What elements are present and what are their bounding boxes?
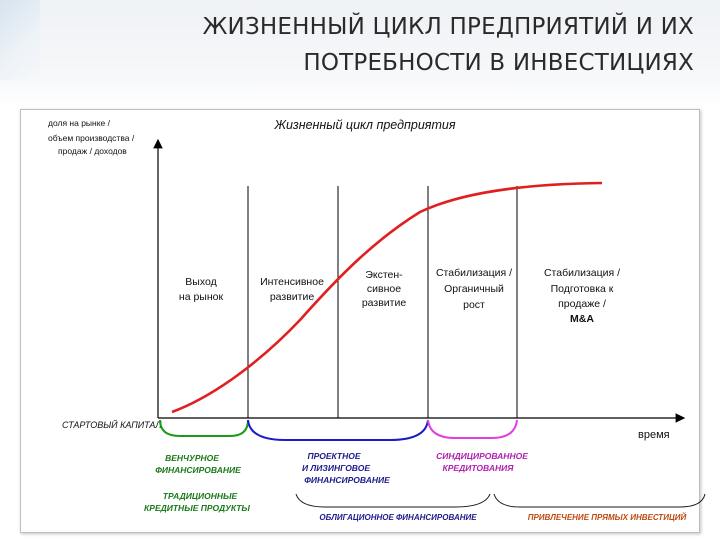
stage-label-line: сивное [367,283,401,295]
syndicated-credit-brace [427,419,518,439]
project-financing-brace [247,419,429,441]
x-axis-label: время [638,429,670,441]
stage-label-stabilization-sale: Стабилизация / Подготовка к продаже / M&… [544,267,620,325]
stage-label-intensive-growth: Интенсивное развитие [260,276,324,303]
financing-label-line: СИНДИЦИРОВАННОЕ [436,451,528,461]
financing-label-line: ФИНАНСИРОВАНИЕ [155,465,241,475]
stage-label-line: Стабилизация / [436,267,512,279]
slide-title-line-1: ЖИЗНЕННЫЙ ЦИКЛ ПРЕДПРИЯТИЙ И ИХ [202,14,694,40]
stage-label-market-entry: Выход на рынок [179,276,224,303]
stage-label-line: развитие [362,297,406,309]
bond-financing-label: ОБЛИГАЦИОННОЕ ФИНАНСИРОВАНИЕ [319,513,477,522]
direct-investment-brace [493,493,706,508]
stage-label-line: на рынок [179,291,224,303]
financing-label-line: ПРОЕКТНОЕ [307,451,360,461]
stage-label-line: рост [463,299,485,311]
financing-label-line: ВЕНЧУРНОЕ [165,453,219,463]
stage-label-line: Органичный [444,283,504,295]
syndicated-credit-label: СИНДИЦИРОВАННОЕ КРЕДИТОВАНИЯ [436,451,528,473]
traditional-credit-label: ТРАДИЦИОННЫЕ КРЕДИТНЫЕ ПРОДУКТЫ [144,491,250,513]
financing-label-line: КРЕДИТНЫЕ ПРОДУКТЫ [144,503,250,513]
venture-financing-brace [159,419,249,437]
stage-label-line: продаже / [558,298,606,310]
direct-investment-label: ПРИВЛЕЧЕНИЕ ПРЯМЫХ ИНВЕСТИЦИЙ [528,513,687,522]
stage-label-line: Стабилизация / [544,267,620,279]
stage-label-stabilization-organic: Стабилизация / Органичный рост [436,267,512,311]
stage-label-extensive-growth: Экстен- сивное развитие [362,269,406,309]
stage-label-line: M&A [570,313,594,325]
diagram-heading: Жизненный цикл предприятия [273,118,455,132]
project-leasing-financing-label: ПРОЕКТНОЕ И ЛИЗИНГОВОЕ ФИНАНСИРОВАНИЕ [302,451,390,485]
lifecycle-curve [171,181,603,414]
stage-label-line: Интенсивное [260,276,324,288]
bond-financing-brace [295,493,491,508]
slide-title-line-2: ПОТРЕБНОСТИ В ИНВЕСТИЦИЯХ [303,50,694,76]
title-accent-decoration [0,0,40,80]
financing-label-line: ТРАДИЦИОННЫЕ [163,491,238,501]
stage-label-line: развитие [270,291,314,303]
title-background [0,0,720,108]
y-axis-label-line: доля на рынке / [48,118,111,128]
stage-label-line: Выход [185,276,216,288]
y-axis-label: доля на рынке / объем производства / про… [48,118,135,156]
diagram-frame [20,109,700,533]
y-axis-label-line: продаж / доходов [58,146,127,156]
y-axis-label-line: объем производства / [48,133,135,143]
venture-financing-label: ВЕНЧУРНОЕ ФИНАНСИРОВАНИЕ [155,453,241,475]
financing-label-line: И ЛИЗИНГОВОЕ [302,463,370,473]
stage-label-line: Подготовка к [551,283,614,295]
stage-label-line: Экстен- [365,269,403,281]
financing-label-line: КРЕДИТОВАНИЯ [443,463,515,473]
start-capital-label: СТАРТОВЫЙ КАПИТАЛ [62,419,162,430]
financing-label-line: ФИНАНСИРОВАНИЕ [304,475,390,485]
